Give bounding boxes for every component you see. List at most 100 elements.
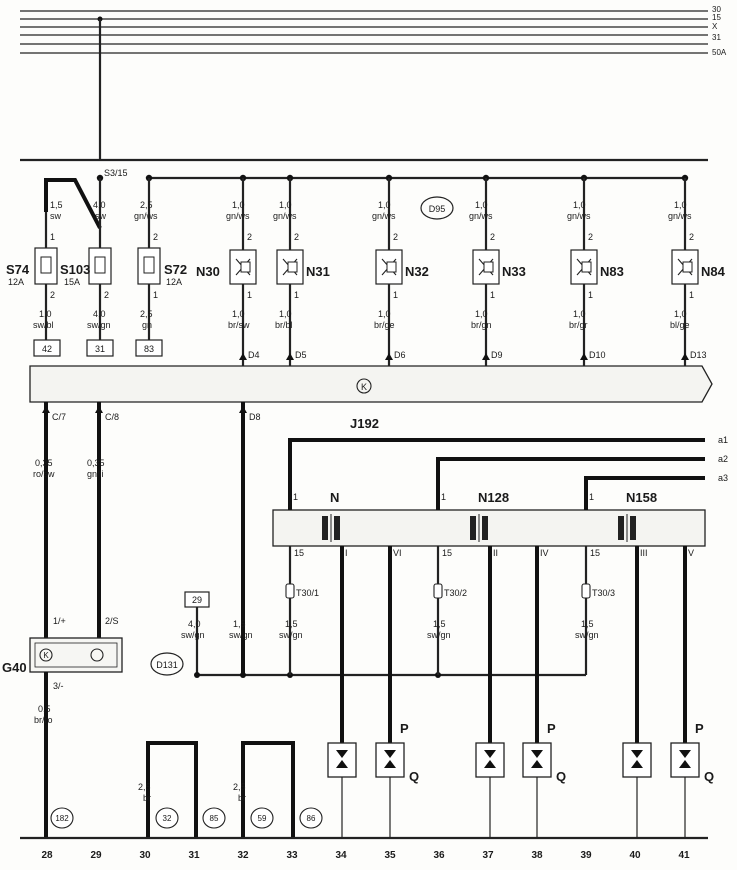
wire-colour: bl/ge (670, 320, 690, 330)
d131-label: D131 (156, 660, 178, 670)
wire-size: 1,0 (232, 200, 245, 210)
valve-code: N33 (502, 264, 526, 279)
wire-colour: sw/gn (229, 630, 253, 640)
wire-size: 4,0 (188, 619, 201, 629)
wire-size: 2,5 (233, 782, 246, 792)
wire-size: 1,5 (233, 619, 246, 629)
wire-size: 1,0 (674, 200, 687, 210)
fuse-amp: 12A (166, 277, 182, 287)
wire-size: 1,0 (475, 309, 488, 319)
ref-box-number: 42 (42, 344, 52, 354)
wire-size: 2,5 (138, 782, 151, 792)
sensor-k-symbol: K (43, 651, 49, 660)
pin-label-d8: D8 (249, 412, 261, 422)
spark-plug (327, 742, 357, 838)
wire-size: 2,5 (140, 200, 153, 210)
pin-number: 2 (689, 232, 694, 242)
wire-colour: sw/gn (427, 630, 451, 640)
wire-colour: sw (50, 211, 62, 221)
plug-p-label: P (695, 721, 704, 736)
plug-p-label: P (547, 721, 556, 736)
ref-circle: 85 (202, 807, 226, 829)
wire-size: 1,0 (674, 309, 687, 319)
plug-q-label: Q (409, 769, 419, 784)
valve-code: N30 (196, 264, 220, 279)
ref-number: 85 (210, 814, 219, 823)
s3-label: S3/15 (104, 168, 128, 178)
column-number: 35 (384, 850, 396, 861)
wire-size: 1,0 (378, 309, 391, 319)
input-label-a1: a1 (718, 435, 728, 445)
coil-inputs: a1 a2 a3 (288, 435, 728, 510)
column-number: 34 (335, 850, 347, 861)
wire-colour: sw/gn (279, 630, 303, 640)
fuse-s74: 1,5 sw 1 S74 12A 2 1,0 sw/bl 42 (6, 200, 63, 357)
pin-label-c7: C/7 (52, 412, 66, 422)
fuse-body (34, 247, 58, 285)
wire-colour: gn (142, 320, 152, 330)
valve-code: N31 (306, 264, 330, 279)
wire-colour: gn/ws (668, 211, 692, 221)
bottom-ref-circles: 182 32 85 59 86 (50, 807, 323, 829)
pin-number: 1 (689, 290, 694, 300)
column-number: 36 (433, 850, 445, 861)
wire-colour: br (143, 793, 151, 803)
column-number: 40 (629, 850, 641, 861)
column-number: 37 (482, 850, 494, 861)
pin-number: 2 (490, 232, 495, 242)
ref-box-number: 83 (144, 344, 154, 354)
ref-box-number: 31 (95, 344, 105, 354)
wire-size: 1,0 (232, 309, 245, 319)
coil-code: N158 (626, 490, 657, 505)
pin-number: 2 (294, 232, 299, 242)
ecu-j192: K J192 (29, 365, 713, 431)
plug-q-label: Q (704, 769, 714, 784)
d95-label: D95 (429, 204, 446, 214)
fuse-body (88, 247, 112, 285)
input-label-a3: a3 (718, 473, 728, 483)
ref-number: 32 (163, 814, 172, 823)
wire-colour: br/ge (374, 320, 395, 330)
pin-number: 15 (294, 548, 304, 558)
ecu-pin-label: D5 (295, 350, 307, 360)
connector-label: T30/3 (592, 588, 615, 598)
wire-colour: ro/sw (33, 469, 55, 479)
valve-code: N32 (405, 264, 429, 279)
wire-colour: gn/ws (134, 211, 158, 221)
ref-number: 86 (307, 814, 316, 823)
pin-number: 1 (393, 290, 398, 300)
wire-size: 1,0 (573, 309, 586, 319)
pin-number: 15 (442, 548, 452, 558)
plug-p-label: P (400, 721, 409, 736)
ecu-pin-label: D6 (394, 350, 406, 360)
wire-colour: gn/ws (273, 211, 297, 221)
pin-number: 2 (104, 290, 109, 300)
solenoid-valves: 1,0gn/ws2N3011,0br/swD41,0gn/ws2N3111,0b… (196, 178, 726, 366)
ecu-lower-wires: C/7 C/8 D8 0,35 ro/sw 0,35 gn/li 1,5 sw/… (33, 402, 261, 675)
pin-number: 1 (153, 290, 158, 300)
fuse-amp: 15A (64, 277, 80, 287)
ref-number: 59 (258, 814, 267, 823)
rail-label-30: 30 (712, 5, 721, 14)
ref-circle: 182 (50, 807, 74, 829)
output-roman: II (493, 548, 498, 558)
wire-size: 4,0 (93, 309, 106, 319)
gn-ws-bus (96, 174, 689, 182)
ref-box-29: 29 4,0 sw/gn (181, 591, 210, 675)
pin-number: 1 (588, 290, 593, 300)
column-number: 31 (188, 850, 200, 861)
valve-code: N84 (701, 264, 726, 279)
ref-box (86, 339, 114, 357)
supply-rails: 30 15 X 31 50A (20, 5, 727, 160)
wire-colour: br (238, 793, 246, 803)
pin-number: 1 (294, 290, 299, 300)
pin-number: 1 (50, 232, 55, 242)
